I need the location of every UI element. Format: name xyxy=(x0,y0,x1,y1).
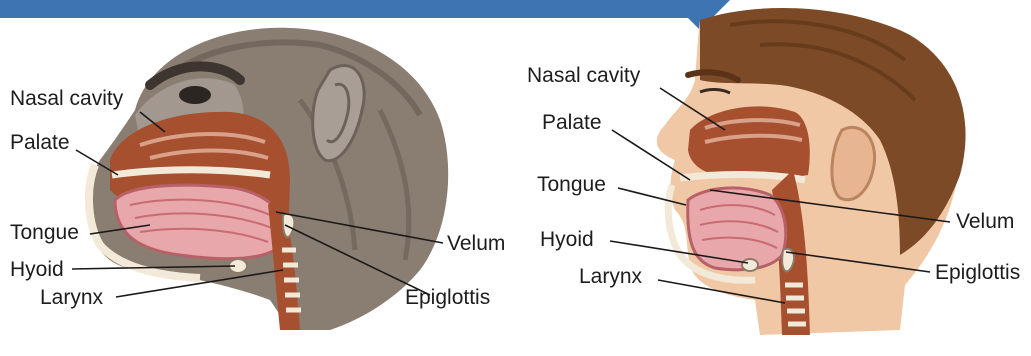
left-label-nasal-cavity: Nasal cavity xyxy=(10,88,123,109)
left-label-tongue: Tongue xyxy=(10,222,79,243)
left-label-velum: Velum xyxy=(447,233,505,254)
right-label-velum: Velum xyxy=(956,211,1014,232)
right-label-hyoid: Hyoid xyxy=(540,229,594,250)
right-label-nasal-cavity: Nasal cavity xyxy=(527,65,640,86)
right-label-tongue: Tongue xyxy=(537,174,606,195)
left-label-epiglottis: Epiglottis xyxy=(405,287,490,308)
left-label-hyoid: Hyoid xyxy=(10,259,64,280)
left-label-palate: Palate xyxy=(10,132,70,153)
right-label-epiglottis: Epiglottis xyxy=(935,262,1020,283)
right-label-palate: Palate xyxy=(542,112,602,133)
banner xyxy=(0,0,730,30)
human-head-icon xyxy=(657,8,966,335)
right-label-larynx: Larynx xyxy=(579,266,642,287)
ape-head-icon xyxy=(89,28,448,330)
left-label-larynx: Larynx xyxy=(40,287,103,308)
